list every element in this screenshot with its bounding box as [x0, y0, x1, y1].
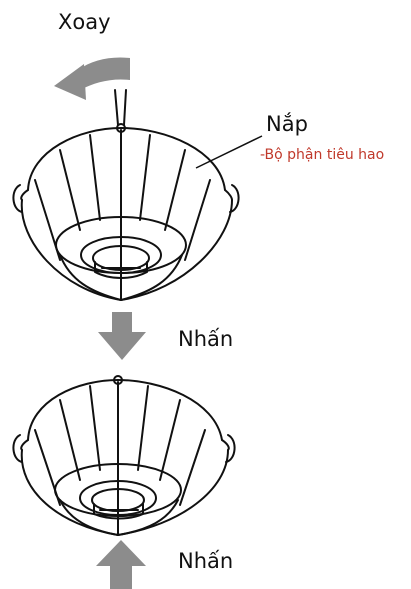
cap-top-drawing	[12, 89, 240, 301]
cap-bottom-drawing	[12, 375, 236, 536]
cap-label: Nắp	[266, 112, 308, 136]
rotate-label: Xoay	[58, 10, 111, 34]
cap-leader-line	[195, 135, 263, 169]
rotate-arrow-icon	[54, 57, 130, 100]
consumable-part-label: -Bộ phận tiêu hao	[260, 147, 385, 163]
press-up-arrow-icon	[96, 540, 146, 589]
press-bottom-label: Nhấn	[178, 549, 234, 573]
press-top-label: Nhấn	[178, 327, 234, 351]
press-down-arrow-icon	[98, 312, 146, 360]
